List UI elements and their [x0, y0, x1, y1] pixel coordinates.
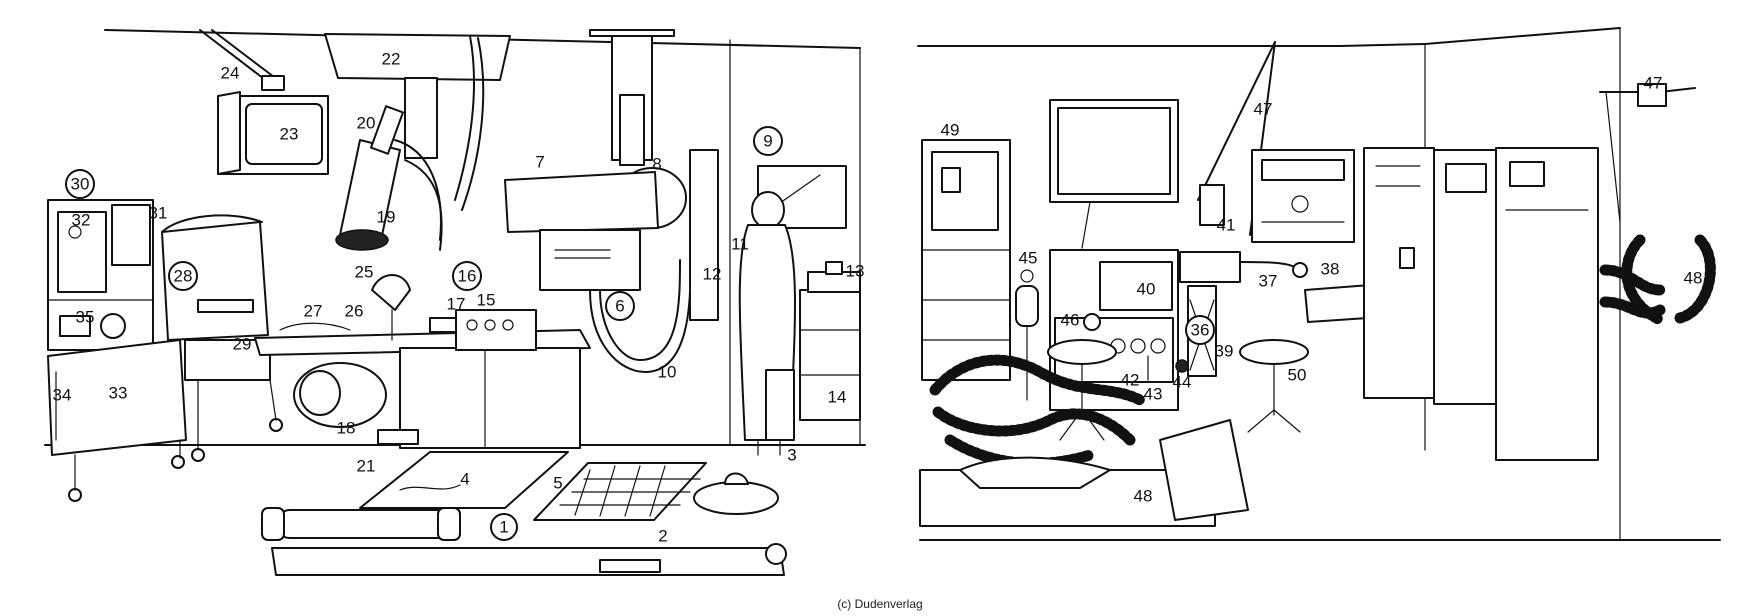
label-29: 29: [233, 334, 252, 353]
label-27: 27: [304, 301, 323, 320]
label-28: 28: [174, 266, 193, 285]
anaesthesia-room-scene: [917, 27, 1721, 541]
label-circle-9: [753, 126, 783, 156]
label-circle-16: [452, 261, 482, 291]
label-50: 50: [1288, 365, 1307, 384]
label-circle-28: [168, 261, 198, 291]
label-25: 25: [355, 262, 374, 281]
label-36: 36: [1191, 320, 1210, 339]
label-1: 1: [499, 517, 508, 536]
label-48-right: 48: [1684, 268, 1703, 287]
label-47-left: 47: [1254, 99, 1273, 118]
label-34: 34: [53, 385, 72, 404]
label-40: 40: [1137, 279, 1156, 298]
label-15: 15: [477, 290, 496, 309]
label-9: 9: [763, 131, 772, 150]
label-42: 42: [1121, 370, 1140, 389]
label-10: 10: [658, 362, 677, 381]
label-44: 44: [1173, 372, 1192, 391]
label-20: 20: [357, 113, 376, 132]
label-13: 13: [846, 261, 865, 280]
label-8: 8: [652, 154, 661, 173]
label-33: 33: [109, 383, 128, 402]
label-39: 39: [1215, 341, 1234, 360]
label-43: 43: [1144, 384, 1163, 403]
label-16: 16: [458, 266, 477, 285]
label-49: 49: [941, 120, 960, 139]
label-circle-36: [1185, 315, 1215, 345]
label-41: 41: [1217, 215, 1236, 234]
label-35: 35: [76, 307, 95, 326]
label-circle-1: [490, 513, 518, 541]
label-circle-30: [65, 169, 95, 199]
label-37: 37: [1259, 271, 1278, 290]
copyright-caption: (c) Dudenverlag: [837, 597, 922, 611]
label-6: 6: [615, 296, 624, 315]
label-46: 46: [1061, 310, 1080, 329]
label-19: 19: [377, 207, 396, 226]
label-21: 21: [357, 456, 376, 475]
label-17: 17: [447, 294, 466, 313]
label-5: 5: [553, 473, 562, 492]
xray-room-scene: [44, 29, 866, 576]
label-30: 30: [71, 174, 90, 193]
label-3: 3: [787, 445, 796, 464]
label-11: 11: [731, 234, 749, 253]
label-47-right: 47: [1644, 73, 1663, 92]
label-23: 23: [280, 124, 299, 143]
label-18: 18: [337, 418, 356, 437]
label-26: 26: [345, 301, 364, 320]
label-2: 2: [658, 526, 667, 545]
label-38: 38: [1321, 259, 1340, 278]
label-48-table: 48: [1134, 486, 1153, 505]
label-circle-6: [605, 291, 635, 321]
label-32: 32: [72, 210, 91, 229]
label-45: 45: [1019, 248, 1038, 267]
label-markers: 1 2 3 4 5 6 7 8 9 10 11 12 13 14 15 16 1…: [53, 49, 1703, 545]
label-12: 12: [703, 264, 722, 283]
label-4: 4: [460, 469, 469, 488]
label-22: 22: [382, 49, 401, 68]
label-7: 7: [535, 152, 544, 171]
label-31: 31: [149, 203, 168, 222]
label-14: 14: [828, 387, 847, 406]
label-24: 24: [221, 63, 240, 82]
